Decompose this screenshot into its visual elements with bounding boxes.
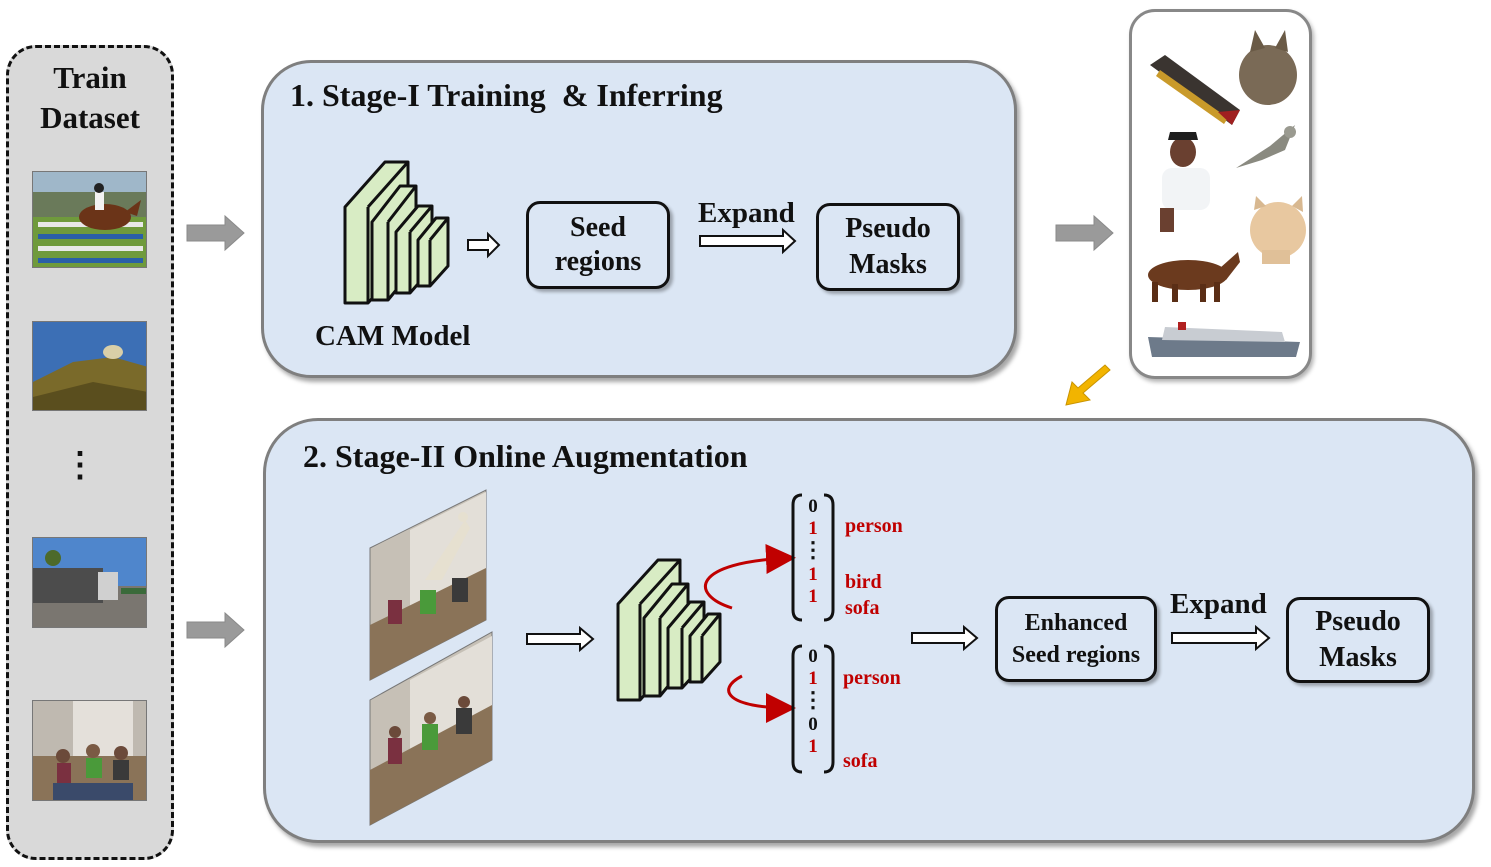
enhanced-seed-regions-box: Enhanced Seed regions: [995, 596, 1157, 682]
dataset-image-truck: [32, 537, 147, 628]
stage2-title: 2. Stage-II Online Augmentation: [303, 438, 748, 474]
gallery-bird-object: [1236, 125, 1296, 168]
label-vector-top: 0 1 ⋮ 1 1: [802, 496, 824, 607]
dataset-image-horse-jump: [32, 171, 147, 268]
arrow-dataset-to-stage2: [186, 611, 245, 649]
dataset-image-sheep: [32, 321, 147, 411]
gallery-person-object: [1160, 132, 1210, 232]
arrow-seed-to-masks: [699, 227, 797, 255]
red-arrow-to-top-vector: [704, 543, 796, 610]
gallery-ship-object: [1148, 322, 1300, 357]
augmented-image-sofa: [369, 631, 493, 826]
stage1-pseudo-masks-box: Pseudo Masks: [816, 203, 960, 291]
arrow-gallery-to-stage2: [1065, 364, 1111, 406]
arrow-dataset-to-stage1: [186, 214, 245, 252]
seed-regions-box: Seed regions: [526, 201, 670, 289]
augmented-image-bird-sofa: [369, 489, 487, 681]
label-person-bottom: person: [843, 667, 901, 689]
gallery-kitten-object: [1250, 196, 1306, 264]
gallery-train-object: [1150, 55, 1240, 125]
cnn-model-icon-stage1: [343, 160, 450, 305]
red-arrow-to-bottom-vector: [727, 674, 796, 723]
dataset-ellipsis: ⋮: [63, 447, 97, 484]
stage1-expand-label: Expand: [698, 197, 795, 229]
vector-brackets: [791, 493, 835, 774]
label-vector-bottom: 0 1 ⋮ 0 1: [802, 646, 824, 757]
stage2-pseudo-masks-box: Pseudo Masks: [1286, 597, 1430, 683]
gallery-horse-object: [1148, 252, 1240, 302]
label-person-top: person: [845, 515, 903, 537]
label-sofa-top: sofa: [845, 597, 880, 619]
stage1-title: 1. Stage-I Training & Inferring: [290, 77, 723, 113]
cnn-model-icon-stage2: [616, 558, 722, 702]
arrow-images-to-cnn: [526, 625, 595, 653]
gallery-cat-object: [1239, 30, 1297, 105]
dataset-image-sofa: [32, 700, 147, 801]
train-dataset-title: Train Dataset: [40, 60, 140, 135]
label-sofa-bottom: sofa: [843, 750, 878, 772]
arrow-vectors-to-enhanced: [911, 624, 979, 652]
cam-model-label: CAM Model: [315, 320, 471, 352]
arrow-enhanced-to-masks: [1171, 624, 1271, 652]
stage2-expand-label: Expand: [1170, 588, 1267, 620]
arrow-cam-to-seed: [467, 231, 501, 259]
arrow-stage1-to-gallery: [1055, 214, 1114, 252]
label-bird-top: bird: [845, 571, 882, 593]
